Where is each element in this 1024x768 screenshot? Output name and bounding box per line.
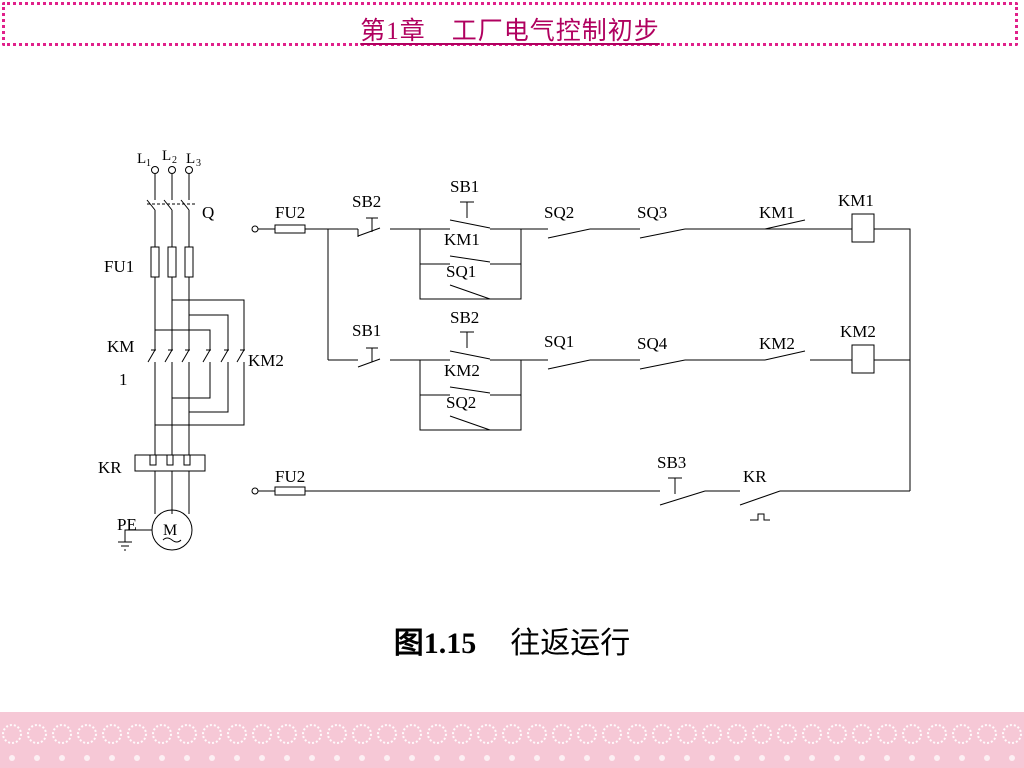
label-row2-sb1: SB1 [352,321,381,340]
label-l3: L [186,151,195,167]
button-sb3-contact [659,490,706,506]
label-row1-sq3: SQ3 [637,203,667,222]
label-motor: M [163,522,177,539]
km1-holding-contact [420,255,521,265]
label-row3-sb3: SB3 [657,453,686,472]
chapter-title: 第1章 工厂电气控制初步 [360,18,660,45]
switch-q [146,199,190,211]
phase-lines-to-kr [154,362,190,455]
coil-km1 [851,213,875,243]
button-sb1-contact [357,358,381,368]
terminal-l3 [185,166,193,174]
kr-overload-contact [705,490,910,506]
coil-km2 [851,344,875,374]
control-left-rail [305,228,329,360]
phase-lines-top [154,174,190,200]
label-row1-sb1: SB1 [450,177,479,196]
fuse-fu1-b [167,246,177,278]
label-km2-power: KM2 [248,351,284,370]
label-pe: PE [117,515,137,534]
button-sb1-nc-contact [449,219,491,229]
label-km1-line1: KM [107,337,134,356]
phase-lines-to-motor [154,471,190,514]
sq2-parallel-contact [420,415,491,431]
thermal-relay-kr-box [134,454,206,472]
label-q: Q [202,203,214,222]
label-row2-km2-coil: KM2 [840,322,876,341]
chapter-header-frame: 第1章 工厂电气控制初步 [2,2,1018,46]
decorative-lace-footer [0,712,1024,768]
row1-series-contacts [521,228,810,239]
figure-caption: 图1.15 往返运行 [0,618,1024,662]
label-row2-sq2: SQ2 [446,393,476,412]
label-row1-km1: KM1 [444,230,480,249]
km2-supply-wiring [155,299,245,350]
phase-lines-mid [154,210,190,247]
label-l2-sub: 2 [172,155,177,166]
button-sb2-nc-contact [420,350,521,361]
label-row2-km2: KM2 [444,361,480,380]
label-row2-sq4: SQ4 [637,334,668,353]
thermal-relay-elements [149,455,191,466]
fuse-fu1-c [184,246,194,278]
km2-holding-contact [420,386,521,396]
label-km1-line2: 1 [119,370,128,389]
label-fu2-top: FU2 [275,203,305,222]
label-kr-power: KR [98,458,122,477]
label-l3-sub: 3 [196,158,201,169]
control-terminal-bottom [251,487,259,495]
terminal-l1 [151,166,159,174]
km2-output-wiring [155,362,245,426]
label-row1-sq2: SQ2 [544,203,574,222]
terminal-l2 [168,166,176,174]
label-fu2-bottom: FU2 [275,467,305,486]
contactor-km1-main [147,349,190,363]
label-row3-kr: KR [743,467,767,486]
control-right-rail [810,228,911,491]
label-row2-km2-interlock: KM2 [759,334,795,353]
label-fu1: FU1 [104,257,134,276]
ground-pe-symbol [118,529,152,551]
button-sb2-contact [357,227,381,237]
label-l2: L [162,148,171,164]
lace-pattern [2,724,1022,761]
sq1-parallel-contact [420,284,491,300]
label-row2-sb2: SB2 [450,308,479,327]
label-l1-sub: 1 [146,158,151,169]
km1-interlock-contact [764,219,806,230]
label-row2-sq1: SQ1 [544,332,574,351]
phase-lines-lower [154,277,190,350]
row2-series-contacts [521,350,852,370]
label-l1: L [137,151,146,167]
fuse-fu1-a [150,246,160,278]
label-row1-km1-interlock: KM1 [759,203,795,222]
label-row1-sb2: SB2 [352,192,381,211]
fuse-fu2-top [274,224,306,234]
label-row1-sq1: SQ1 [446,262,476,281]
label-row1-km1-coil: KM1 [838,191,874,210]
fuse-fu2-bottom [274,486,306,496]
figure-title: 往返运行 [510,627,631,660]
control-terminal-top [251,225,259,233]
figure-number: 图1.15 [393,627,477,660]
contactor-km2-main [202,349,245,363]
